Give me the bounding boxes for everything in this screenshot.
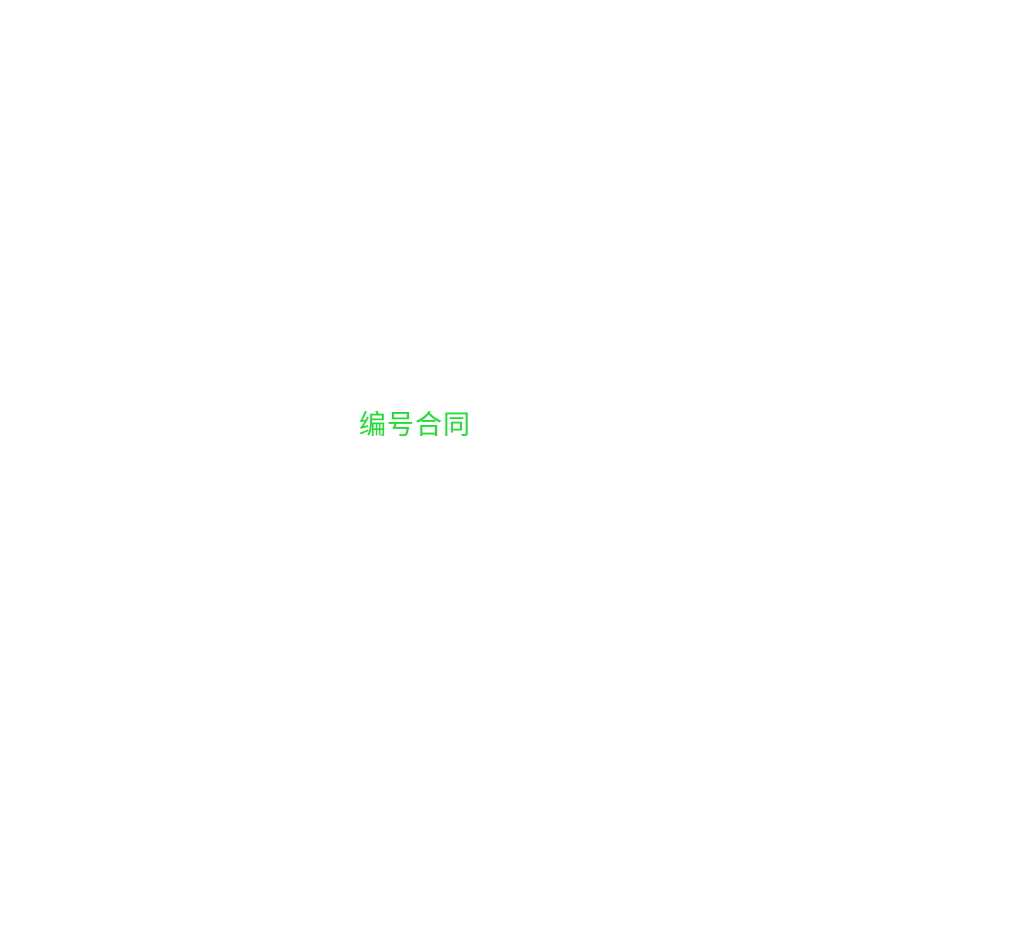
contract-number-label: 编号合同: [359, 410, 471, 441]
